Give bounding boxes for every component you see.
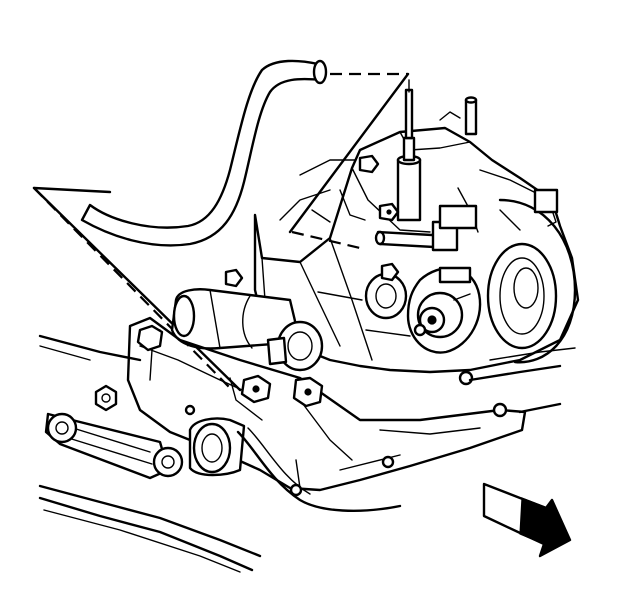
- bolt-8: [380, 262, 400, 282]
- front-of-vehicle-arrow-icon: [482, 482, 572, 558]
- bolt-10: [381, 455, 395, 469]
- vertical-cylinder: [396, 158, 422, 222]
- bolt-12: [458, 370, 474, 386]
- bolt-3: [240, 374, 272, 404]
- callout-leaders: [32, 72, 410, 392]
- bolt-11: [289, 483, 303, 497]
- hose-end-fitting: [312, 59, 328, 85]
- bolt-4: [136, 324, 164, 352]
- bolt-1: [94, 384, 118, 412]
- bolt-5: [224, 268, 244, 288]
- right-sweep: [468, 347, 576, 414]
- outlet-elbow: [170, 288, 324, 372]
- thermostat-outlet: [188, 417, 246, 477]
- coolant-hose: [80, 59, 328, 247]
- bolt-2: [292, 376, 324, 408]
- bolt-9: [492, 402, 508, 418]
- callout-line-top: [288, 72, 410, 234]
- center-port: [364, 272, 408, 320]
- bolt-13: [184, 404, 196, 416]
- bolt-6: [378, 202, 400, 222]
- cross-tube: [374, 204, 478, 252]
- support-bracket: [44, 412, 184, 480]
- bolt-7: [358, 154, 380, 174]
- lower-rails: [38, 334, 402, 573]
- bolts: [94, 154, 508, 497]
- sensor-stack: [396, 79, 478, 222]
- pulley-assembly: [486, 188, 577, 364]
- pump-housing: [406, 266, 482, 354]
